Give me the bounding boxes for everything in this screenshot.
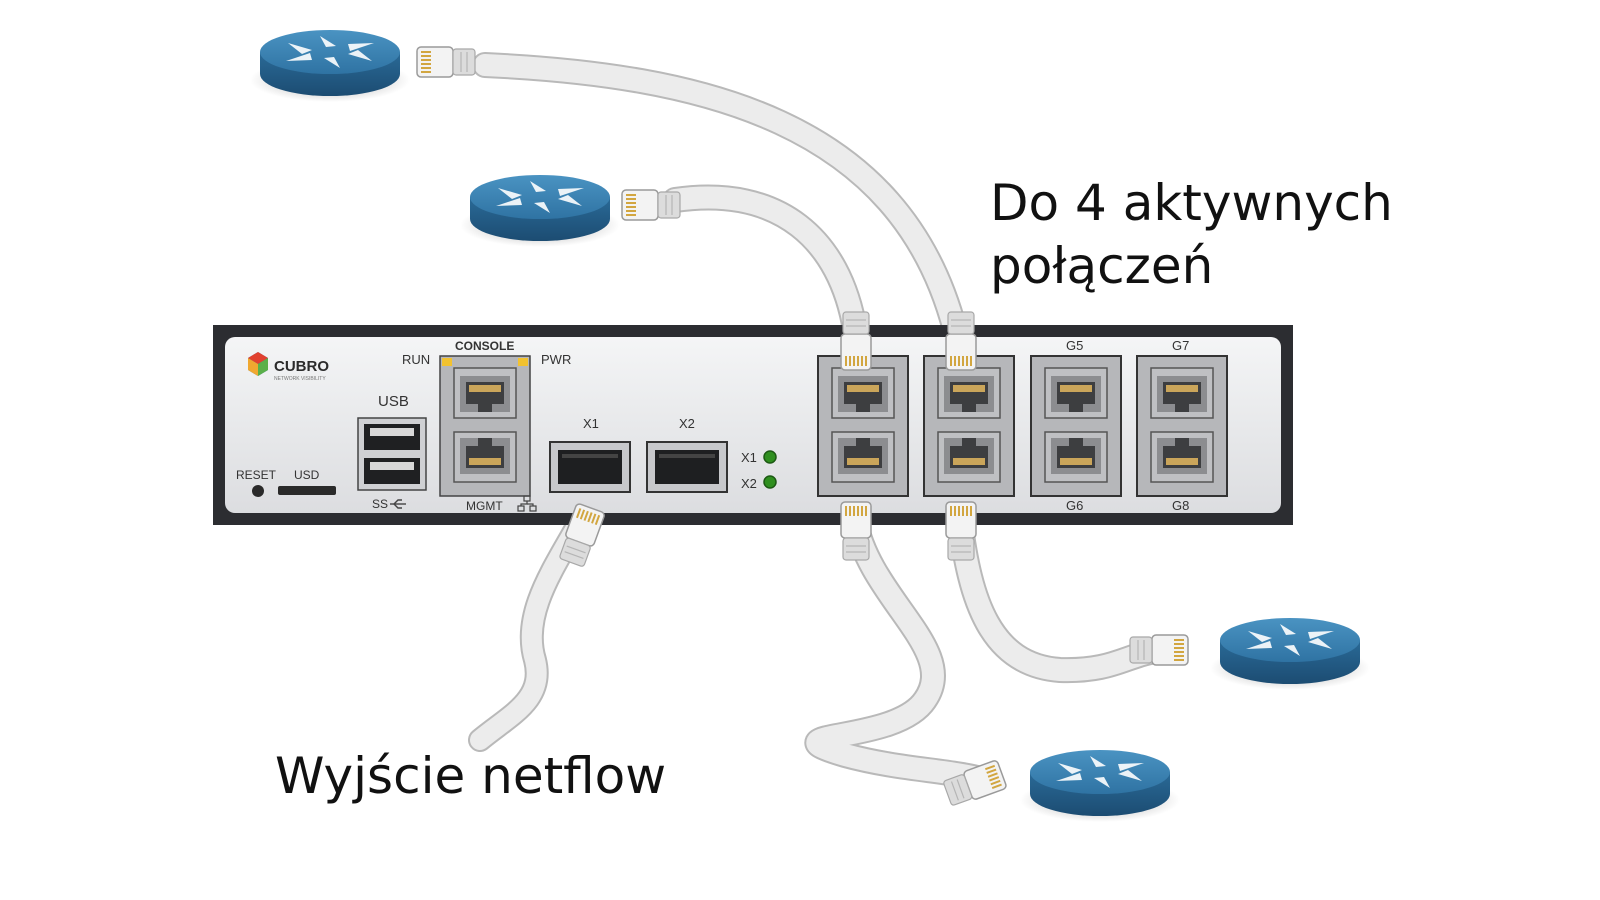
mgmt-port[interactable] [454, 432, 516, 482]
port-g5[interactable] [1045, 368, 1107, 418]
router-middle-left [460, 175, 620, 247]
sfp-x1-label: X1 [583, 416, 599, 431]
ethernet-cable-icon [622, 190, 680, 220]
router-right [1210, 618, 1370, 690]
ethernet-cable-icon [946, 312, 976, 370]
led-x2-label: X2 [741, 476, 757, 491]
reset-button[interactable] [252, 485, 264, 497]
usb-ports[interactable] [358, 418, 426, 490]
cubro-device: CUBRO NETWORK VISIBILITY USB SS RESET US… [213, 325, 1293, 525]
microsd-slot[interactable] [278, 486, 336, 495]
router-icon [1210, 618, 1370, 690]
gigabit-port-group-2 [924, 356, 1014, 496]
mgmt-label: MGMT [466, 499, 503, 513]
brand-tagline: NETWORK VISIBILITY [274, 376, 326, 382]
active-connections-caption: Do 4 aktywnych połączeń [990, 172, 1393, 297]
port-g7[interactable] [1151, 368, 1213, 418]
console-port[interactable] [454, 368, 516, 418]
gigabit-port-group-1 [818, 356, 908, 496]
port-g6-label: G6 [1066, 498, 1083, 513]
ethernet-cable-icon [946, 502, 976, 560]
router-top-left [250, 30, 410, 102]
reset-label: RESET [236, 468, 277, 482]
ss-label: SS [372, 497, 388, 511]
sfp-port-x2[interactable] [647, 442, 727, 492]
ethernet-cable-icon [841, 312, 871, 370]
pwr-led-icon [518, 358, 528, 366]
led-x1-label: X1 [741, 450, 757, 465]
sfp-port-x1[interactable] [550, 442, 630, 492]
status-led-icon [764, 476, 776, 488]
port-g6[interactable] [1045, 432, 1107, 482]
router-icon [1020, 750, 1180, 822]
netflow-output-caption: Wyjście netflow [275, 745, 666, 808]
run-led-icon [442, 358, 452, 366]
cable-router2-to-top-port [675, 198, 855, 330]
ethernet-cable-icon [841, 502, 871, 560]
pwr-label: PWR [541, 352, 571, 367]
router-icon [460, 175, 620, 247]
port-g5-label: G5 [1066, 338, 1083, 353]
port-g3[interactable] [938, 368, 1000, 418]
usb-label: USB [378, 393, 409, 410]
port-g8-label: G8 [1172, 498, 1189, 513]
port-g1[interactable] [832, 368, 894, 418]
ethernet-cable-icon [1130, 635, 1188, 665]
sfp-x2-label: X2 [679, 416, 695, 431]
gigabit-port-group-3 [1031, 356, 1121, 496]
brand-name: CUBRO [274, 358, 329, 375]
active-connections-line-1: Do 4 aktywnych [990, 172, 1393, 235]
active-connections-line-2: połączeń [990, 235, 1393, 298]
port-g4[interactable] [938, 432, 1000, 482]
gigabit-port-group-4 [1137, 356, 1227, 496]
router-bottom [1020, 750, 1180, 822]
ethernet-cable-icon [417, 47, 475, 77]
usd-label: USD [294, 468, 320, 482]
port-g2[interactable] [832, 432, 894, 482]
router-icon [250, 30, 410, 102]
port-g7-label: G7 [1172, 338, 1189, 353]
run-label: RUN [402, 352, 430, 367]
port-g8[interactable] [1151, 432, 1213, 482]
status-led-icon [764, 451, 776, 463]
console-label: CONSOLE [455, 339, 514, 353]
